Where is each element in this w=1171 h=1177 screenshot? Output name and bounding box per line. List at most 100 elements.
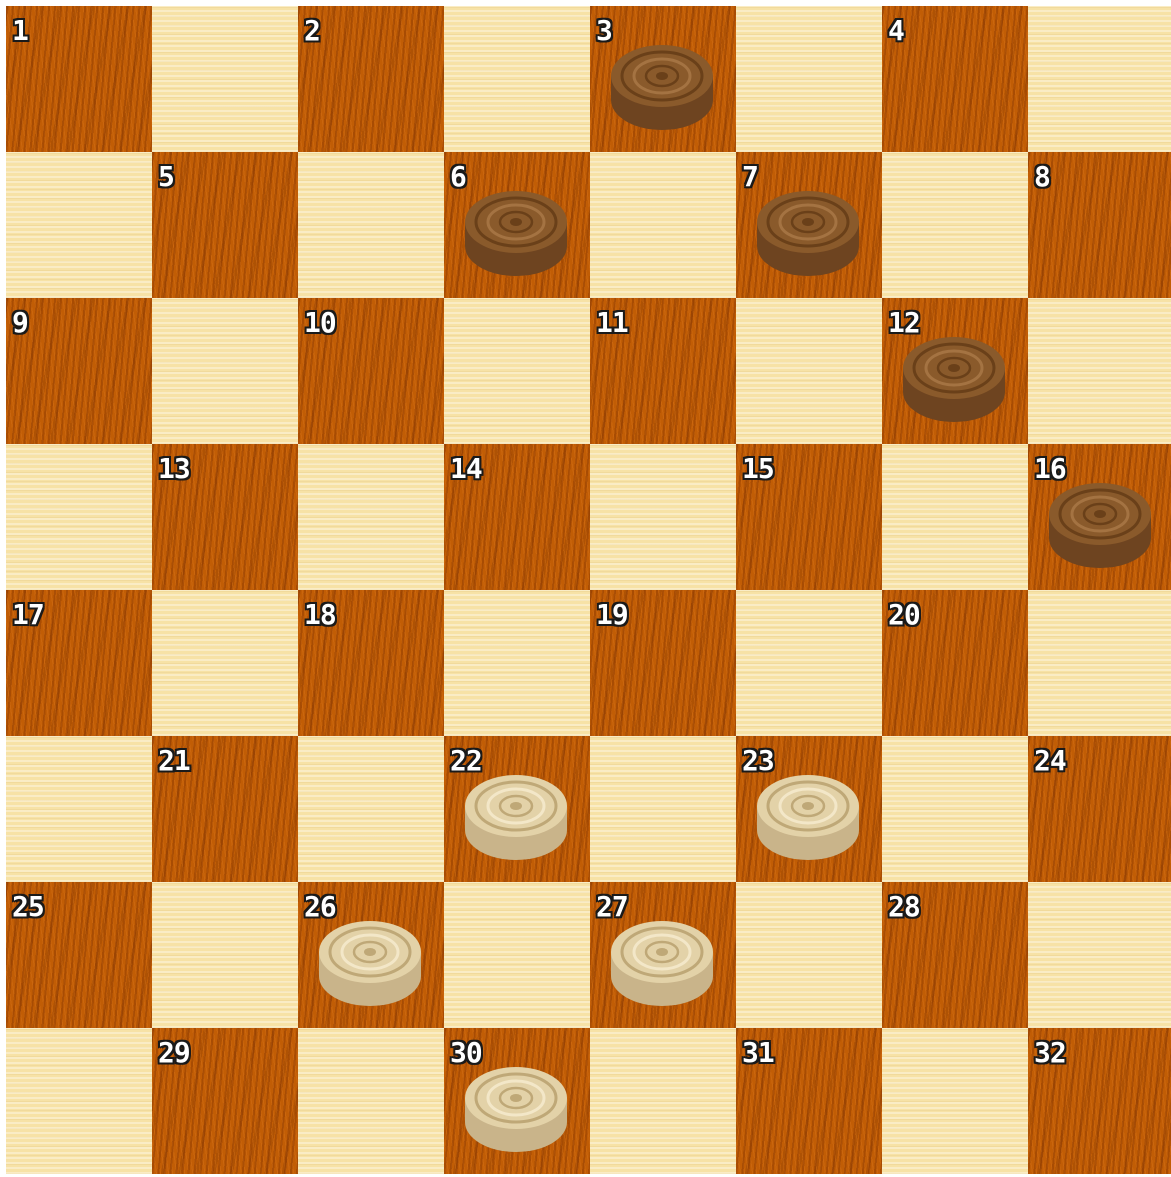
square-number: 9 <box>12 308 28 338</box>
light-square <box>1028 298 1171 444</box>
light-square <box>6 1028 152 1174</box>
light-square <box>882 152 1028 298</box>
light-square <box>152 298 298 444</box>
square-number: 10 <box>304 308 336 338</box>
light-square <box>298 444 444 590</box>
square-number: 19 <box>596 600 628 630</box>
square-3[interactable]: 3 <box>590 6 736 152</box>
square-6[interactable]: 6 <box>444 152 590 298</box>
light-checker-piece[interactable] <box>756 772 860 862</box>
square-22[interactable]: 22 <box>444 736 590 882</box>
square-13[interactable]: 13 <box>152 444 298 590</box>
square-30[interactable]: 30 <box>444 1028 590 1174</box>
light-square <box>152 6 298 152</box>
dark-checker-piece[interactable] <box>902 334 1006 424</box>
light-square <box>152 590 298 736</box>
square-17[interactable]: 17 <box>6 590 152 736</box>
square-number: 15 <box>742 454 774 484</box>
square-10[interactable]: 10 <box>298 298 444 444</box>
light-checker-piece[interactable] <box>464 772 568 862</box>
square-18[interactable]: 18 <box>298 590 444 736</box>
dark-checker-piece[interactable] <box>756 188 860 278</box>
light-square <box>1028 590 1171 736</box>
square-number: 28 <box>888 892 920 922</box>
square-number: 25 <box>12 892 44 922</box>
square-number: 14 <box>450 454 482 484</box>
light-square <box>590 736 736 882</box>
square-number: 8 <box>1034 162 1050 192</box>
square-number: 16 <box>1034 454 1066 484</box>
light-square <box>298 152 444 298</box>
square-number: 31 <box>742 1038 774 1068</box>
light-checker-piece[interactable] <box>610 918 714 1008</box>
light-square <box>6 152 152 298</box>
light-square <box>6 736 152 882</box>
square-15[interactable]: 15 <box>736 444 882 590</box>
light-square <box>444 590 590 736</box>
light-checker-piece[interactable] <box>318 918 422 1008</box>
square-number: 24 <box>1034 746 1066 776</box>
square-number: 6 <box>450 162 466 192</box>
square-2[interactable]: 2 <box>298 6 444 152</box>
square-4[interactable]: 4 <box>882 6 1028 152</box>
square-number: 3 <box>596 16 612 46</box>
light-square <box>736 882 882 1028</box>
light-square <box>590 444 736 590</box>
square-number: 23 <box>742 746 774 776</box>
square-number: 7 <box>742 162 758 192</box>
square-14[interactable]: 14 <box>444 444 590 590</box>
square-20[interactable]: 20 <box>882 590 1028 736</box>
square-number: 12 <box>888 308 920 338</box>
light-square <box>1028 882 1171 1028</box>
square-23[interactable]: 23 <box>736 736 882 882</box>
light-square <box>6 444 152 590</box>
square-28[interactable]: 28 <box>882 882 1028 1028</box>
light-square <box>1028 6 1171 152</box>
light-square <box>590 1028 736 1174</box>
light-square <box>882 1028 1028 1174</box>
square-number: 2 <box>304 16 320 46</box>
square-29[interactable]: 29 <box>152 1028 298 1174</box>
light-square <box>882 444 1028 590</box>
square-26[interactable]: 26 <box>298 882 444 1028</box>
square-16[interactable]: 16 <box>1028 444 1171 590</box>
dark-checker-piece[interactable] <box>1048 480 1152 570</box>
dark-checker-piece[interactable] <box>610 42 714 132</box>
light-checker-piece[interactable] <box>464 1064 568 1154</box>
square-number: 21 <box>158 746 190 776</box>
light-square <box>882 736 1028 882</box>
light-square <box>444 6 590 152</box>
square-number: 26 <box>304 892 336 922</box>
light-square <box>590 152 736 298</box>
square-27[interactable]: 27 <box>590 882 736 1028</box>
light-square <box>736 590 882 736</box>
square-number: 11 <box>596 308 628 338</box>
square-31[interactable]: 31 <box>736 1028 882 1174</box>
square-number: 22 <box>450 746 482 776</box>
square-number: 27 <box>596 892 628 922</box>
square-number: 4 <box>888 16 904 46</box>
square-number: 17 <box>12 600 44 630</box>
square-25[interactable]: 25 <box>6 882 152 1028</box>
square-1[interactable]: 1 <box>6 6 152 152</box>
square-7[interactable]: 7 <box>736 152 882 298</box>
light-square <box>444 882 590 1028</box>
square-32[interactable]: 32 <box>1028 1028 1171 1174</box>
square-number: 1 <box>12 16 28 46</box>
light-square <box>298 736 444 882</box>
square-number: 32 <box>1034 1038 1066 1068</box>
square-8[interactable]: 8 <box>1028 152 1171 298</box>
light-square <box>444 298 590 444</box>
square-5[interactable]: 5 <box>152 152 298 298</box>
square-19[interactable]: 19 <box>590 590 736 736</box>
square-number: 20 <box>888 600 920 630</box>
dark-checker-piece[interactable] <box>464 188 568 278</box>
square-9[interactable]: 9 <box>6 298 152 444</box>
square-21[interactable]: 21 <box>152 736 298 882</box>
light-square <box>736 298 882 444</box>
square-12[interactable]: 12 <box>882 298 1028 444</box>
square-24[interactable]: 24 <box>1028 736 1171 882</box>
square-number: 30 <box>450 1038 482 1068</box>
square-11[interactable]: 11 <box>590 298 736 444</box>
